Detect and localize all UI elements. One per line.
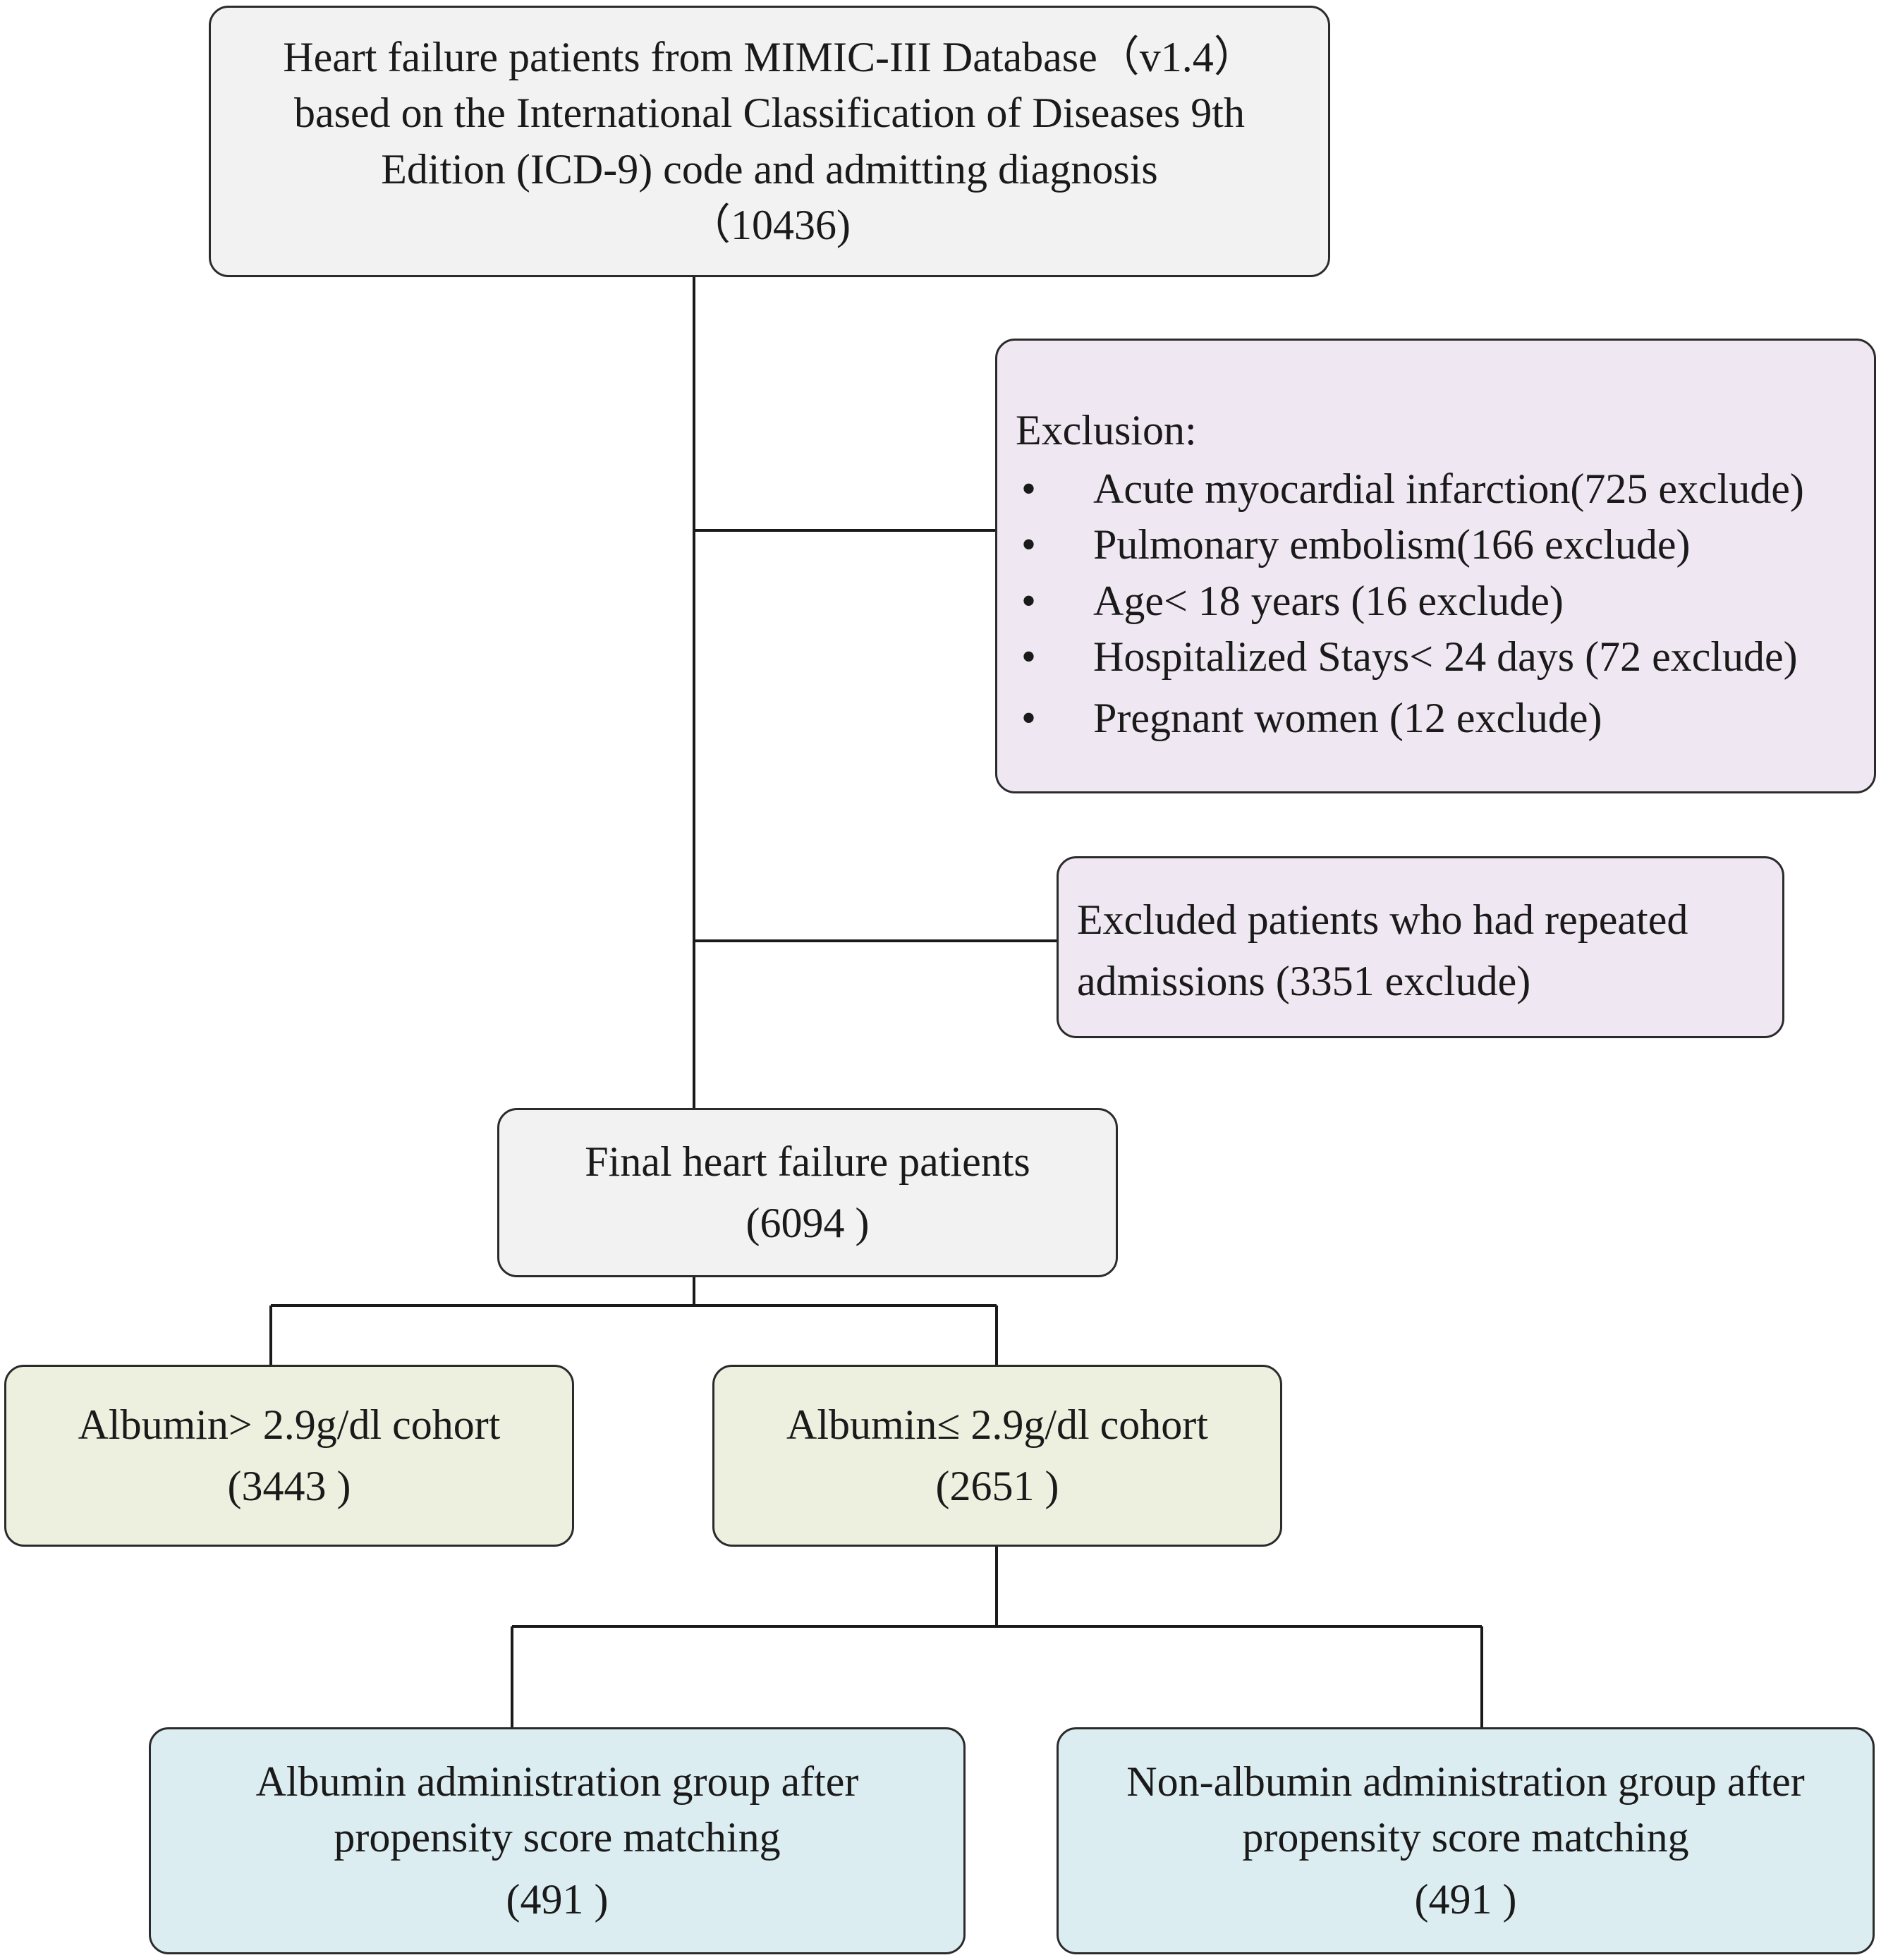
exclusion-item: Acute myocardial infarction(725 exclude) [1016,461,1874,517]
albumin-low-cohort-box: Albumin≤ 2.9g/dl cohort (2651 ) [712,1365,1282,1547]
exclusion-item: Age< 18 years (16 exclude) [1016,573,1874,629]
albumin-administration-group-box: Albumin administration group after prope… [149,1727,966,1954]
repeated-admissions-box: Excluded patients who had repeated admis… [1057,856,1784,1038]
repeated-line-1: Excluded patients who had repeated [1077,896,1688,943]
repeated-line-2: admissions (3351 exclude) [1077,958,1531,1005]
final-title: Final heart failure patients [585,1138,1030,1185]
exclusion-item: Pregnant women (12 exclude) [1016,690,1874,746]
source-count: （10436) [688,201,851,248]
exclusion-heading: Exclusion: [1016,407,1197,454]
non-albumin-line-1: Non-albumin administration group after [1126,1758,1805,1806]
source-line-1: Heart failure patients from MIMIC-III Da… [283,34,1256,81]
final-patients-box: Final heart failure patients (6094 ) [497,1108,1118,1277]
albumin-high-title: Albumin> 2.9g/dl cohort [78,1401,501,1448]
exclusion-item: Hospitalized Stays< 24 days (72 exclude) [1016,629,1874,685]
albumin-high-cohort-box: Albumin> 2.9g/dl cohort (3443 ) [4,1365,574,1547]
source-line-3: Edition (ICD-9) code and admitting diagn… [381,145,1158,193]
albumin-low-title: Albumin≤ 2.9g/dl cohort [786,1401,1208,1448]
albumin-admin-line-2: propensity score matching [334,1814,781,1861]
source-population-box: Heart failure patients from MIMIC-III Da… [209,6,1330,277]
source-line-2: based on the International Classificatio… [294,90,1245,137]
albumin-admin-count: (491 ) [506,1875,609,1923]
non-albumin-administration-group-box: Non-albumin administration group after p… [1057,1727,1875,1954]
non-albumin-count: (491 ) [1414,1875,1517,1923]
albumin-admin-line-1: Albumin administration group after [255,1758,859,1806]
albumin-high-count: (3443 ) [227,1463,351,1509]
exclusion-item: Pulmonary embolism(166 exclude) [1016,517,1874,573]
exclusion-criteria-box: Exclusion: Acute myocardial infarction(7… [995,339,1876,793]
albumin-low-count: (2651 ) [935,1463,1059,1509]
non-albumin-line-2: propensity score matching [1242,1814,1689,1861]
exclusion-list: Acute myocardial infarction(725 exclude)… [1016,461,1874,746]
final-count: (6094 ) [745,1200,870,1246]
